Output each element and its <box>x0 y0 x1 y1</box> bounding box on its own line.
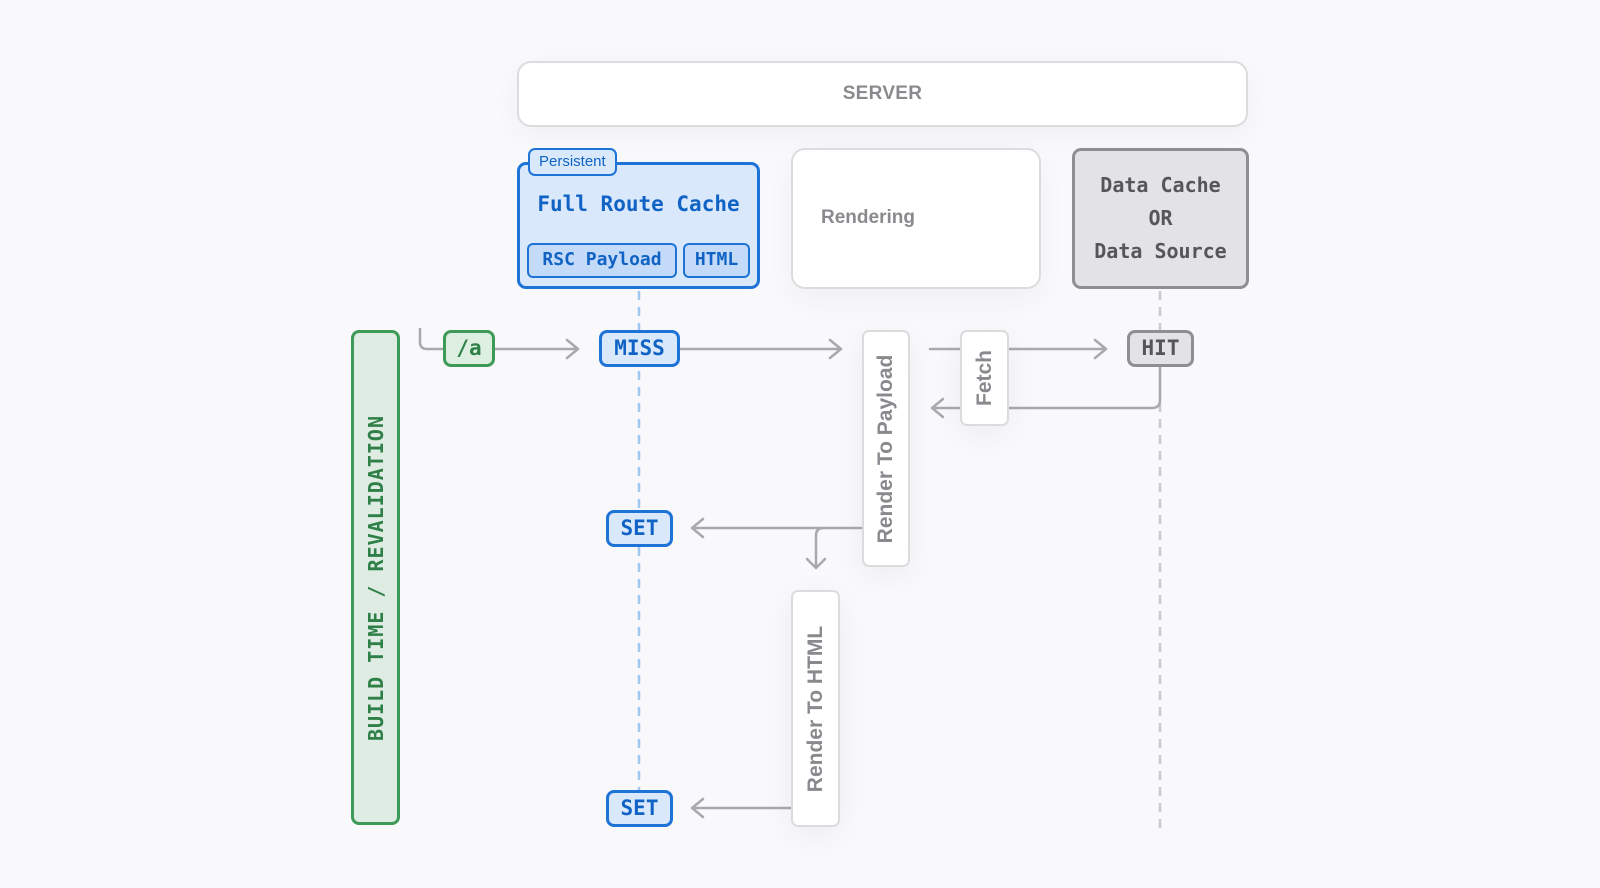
fetch-box: Fetch <box>960 330 1009 426</box>
arrow-payload-to-html <box>805 526 827 570</box>
miss-pill: MISS <box>599 330 680 367</box>
arrow-route-to-miss <box>493 338 580 360</box>
fetch-label: Fetch <box>972 349 996 407</box>
persistent-badge: Persistent <box>528 148 617 176</box>
data-source-line: Data Source <box>1094 239 1227 263</box>
arrow-fetch-return <box>930 397 962 419</box>
rendering-label: Rendering <box>821 207 915 228</box>
full-route-cache-title: Full Route Cache <box>537 192 740 216</box>
arrow-payload-to-set <box>690 517 864 539</box>
arrow-html-to-set <box>690 797 793 819</box>
server-label: SERVER <box>842 83 923 104</box>
build-time-bar: BUILD TIME / REVALIDATION <box>351 330 400 825</box>
data-cache-or: OR <box>1148 206 1173 230</box>
server-header: SERVER <box>517 61 1248 127</box>
arrow-fetch-to-hit <box>1007 338 1108 360</box>
render-to-payload-label: Render To Payload <box>874 354 897 543</box>
rsc-payload-chip: RSC Payload <box>527 243 677 278</box>
arrow-miss-to-render <box>678 338 843 360</box>
data-cache-box: Data Cache OR Data Source <box>1072 148 1249 289</box>
render-to-payload-box: Render To Payload <box>862 330 910 567</box>
rendering-box: Rendering <box>791 148 1041 289</box>
route-pill: /a <box>443 330 495 367</box>
arrow-hit-return <box>1007 365 1162 410</box>
render-to-html-label: Render To HTML <box>803 625 827 792</box>
request-hook <box>418 327 445 351</box>
set-payload-pill: SET <box>606 510 673 547</box>
hit-pill: HIT <box>1127 330 1194 367</box>
data-cache-line: Data Cache <box>1100 173 1221 197</box>
render-to-html-box: Render To HTML <box>791 590 840 827</box>
html-chip: HTML <box>683 243 750 278</box>
set-html-pill: SET <box>606 790 673 827</box>
build-time-label: BUILD TIME / REVALIDATION <box>363 414 388 741</box>
